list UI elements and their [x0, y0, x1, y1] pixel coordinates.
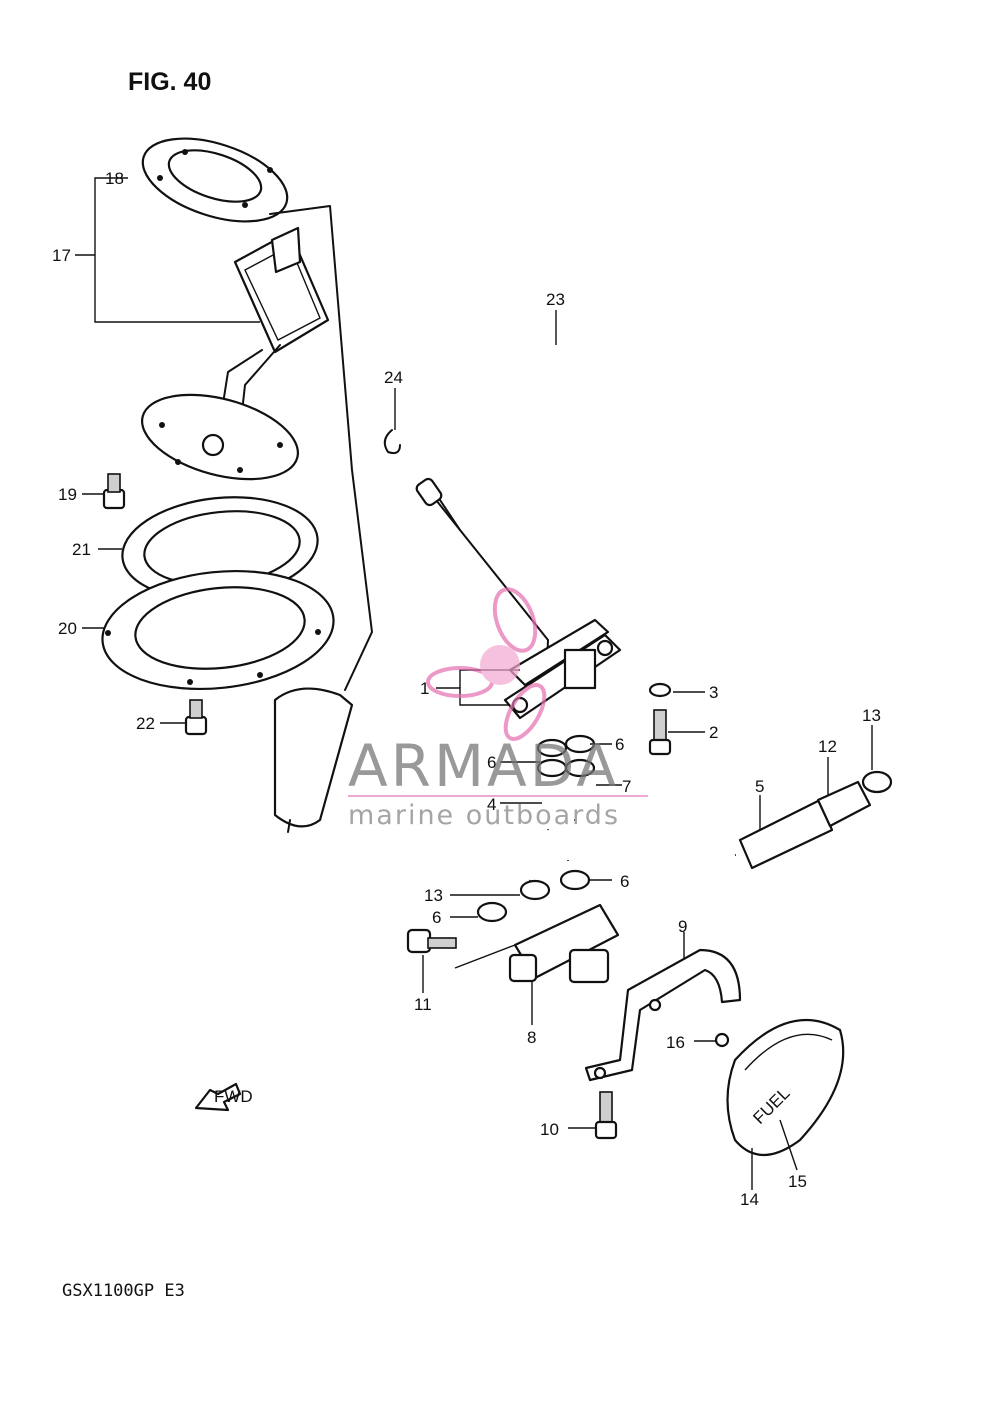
callout-1: 1: [420, 679, 429, 698]
callout-22: 22: [136, 714, 155, 733]
callout-7: 7: [622, 777, 631, 796]
clip-24: [383, 429, 401, 455]
callout-6-c: 6: [620, 872, 629, 891]
fuel-cap-14: FUEL: [726, 1018, 845, 1157]
watermark-tagline: marine outboards: [348, 800, 620, 831]
hose-12: [816, 780, 872, 828]
breather-hose-23: [407, 235, 889, 437]
fuel-cock-1: [415, 477, 622, 720]
callout-20: 20: [58, 619, 77, 638]
callout-2: 2: [709, 723, 718, 742]
fwd-arrow-icon: FWD: [194, 1082, 253, 1112]
callout-24: 24: [384, 368, 403, 387]
bracket-9: [584, 948, 742, 1082]
callout-15: 15: [788, 1172, 807, 1191]
callout-5: 5: [755, 777, 764, 796]
propeller-logo-icon: [426, 587, 547, 741]
bolt-11: [406, 928, 457, 954]
callout-11: 11: [414, 995, 432, 1014]
callout-6-a: 6: [615, 735, 624, 754]
callout-numbers: 18 17 19 21 20 22 24 23 1 3 2 6 6 7 4 5 …: [52, 169, 881, 1209]
armada-watermark: ARMADA marine outboards: [348, 587, 648, 831]
figure-title: FIG. 40: [128, 68, 211, 96]
callout-6-b: 6: [487, 753, 496, 772]
bolt-22: [184, 699, 208, 736]
fuel-level-sender-17: [141, 205, 373, 833]
model-code: GSX1100GP E3: [62, 1281, 185, 1301]
callout-14: 14: [740, 1190, 759, 1209]
callout-6-d: 6: [432, 908, 441, 927]
callout-9: 9: [678, 917, 687, 936]
fuel-sender-gasket-18: [141, 137, 289, 223]
fwd-label: FWD: [214, 1087, 253, 1106]
callout-19: 19: [58, 485, 77, 504]
hose-5: [738, 798, 834, 870]
callout-12: 12: [818, 737, 837, 756]
fuel-valve-8: [508, 903, 620, 984]
plate-20: [101, 569, 335, 691]
bolt-19: [102, 473, 126, 510]
callout-23: 23: [546, 290, 565, 309]
clamp-13-top: [861, 770, 893, 794]
washer-3: [648, 682, 672, 698]
callout-13-b: 13: [424, 886, 443, 905]
bolt-2: [648, 709, 672, 756]
callout-8: 8: [527, 1028, 536, 1047]
screw-16: [714, 1032, 730, 1048]
clamps-6: [476, 734, 596, 923]
callout-13-a: 13: [862, 706, 881, 725]
callout-10: 10: [540, 1120, 559, 1139]
bolt-10: [594, 1091, 618, 1140]
callout-17: 17: [52, 246, 71, 265]
callout-21: 21: [72, 540, 91, 559]
callout-16: 16: [666, 1033, 685, 1052]
callout-3: 3: [709, 683, 718, 702]
callout-4: 4: [487, 795, 496, 814]
watermark-brand: ARMADA: [348, 732, 619, 800]
callout-18: 18: [105, 169, 124, 188]
